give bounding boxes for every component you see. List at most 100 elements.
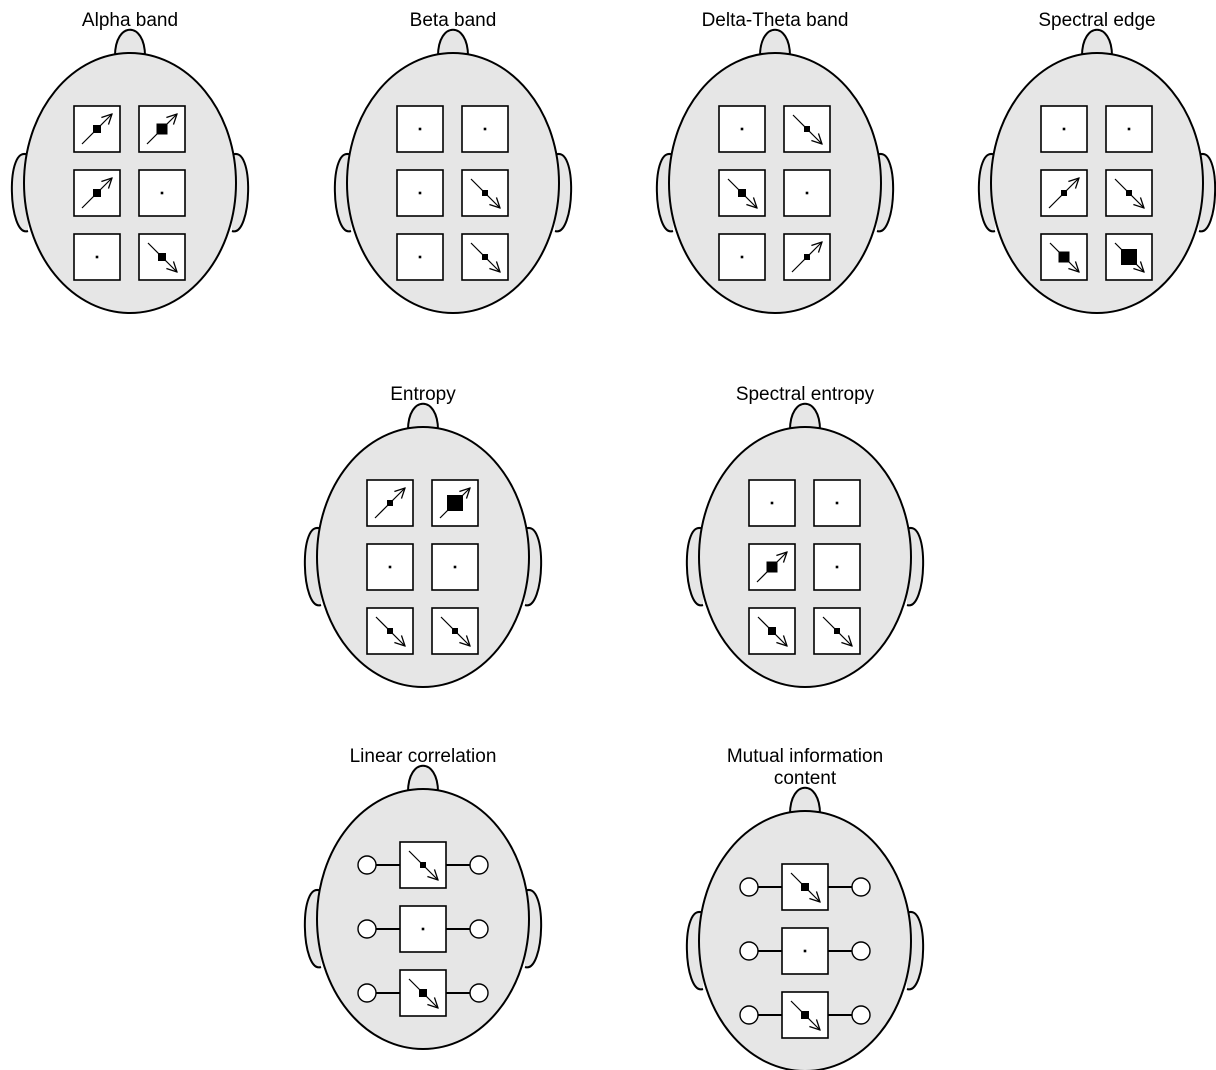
magnitude-square bbox=[834, 628, 840, 634]
no-change-dot bbox=[389, 566, 392, 569]
no-change-dot bbox=[419, 256, 422, 259]
magnitude-square bbox=[1126, 190, 1132, 196]
head-title: Mutual information bbox=[727, 746, 883, 767]
head-title: Entropy bbox=[390, 384, 456, 405]
no-change-dot bbox=[806, 192, 809, 195]
channel-cell bbox=[74, 106, 120, 152]
magnitude-square bbox=[801, 1011, 809, 1019]
channel-cell bbox=[814, 480, 860, 526]
channel-cell bbox=[719, 234, 765, 280]
no-change-dot bbox=[1063, 128, 1066, 131]
head-map: Delta-Theta band bbox=[657, 10, 893, 313]
channel-cell bbox=[432, 608, 478, 654]
electrode-right bbox=[470, 856, 488, 874]
electrode-left bbox=[358, 920, 376, 938]
no-change-dot bbox=[836, 502, 839, 505]
channel-cell bbox=[1041, 106, 1087, 152]
channel-cell bbox=[814, 544, 860, 590]
no-change-dot bbox=[1128, 128, 1131, 131]
electrode-left bbox=[358, 856, 376, 874]
channel-cell bbox=[1106, 234, 1152, 280]
head-title: Alpha band bbox=[82, 10, 178, 31]
electrode-left bbox=[740, 1006, 758, 1024]
magnitude-square bbox=[801, 883, 809, 891]
electrode-left bbox=[740, 942, 758, 960]
channel-cell bbox=[719, 106, 765, 152]
electrode-right bbox=[470, 920, 488, 938]
channel-cell bbox=[462, 106, 508, 152]
head-title: Spectral entropy bbox=[736, 384, 875, 405]
no-change-dot bbox=[771, 502, 774, 505]
electrode-left bbox=[740, 878, 758, 896]
channel-cell bbox=[749, 608, 795, 654]
no-change-dot bbox=[422, 928, 425, 931]
head-title-line-2: content bbox=[774, 768, 837, 789]
electrode-right bbox=[470, 984, 488, 1002]
channel-cell bbox=[784, 170, 830, 216]
magnitude-square bbox=[158, 253, 166, 261]
magnitude-square bbox=[482, 190, 488, 196]
electrode-right bbox=[852, 878, 870, 896]
no-change-dot bbox=[96, 256, 99, 259]
head-title: Beta band bbox=[410, 10, 497, 31]
channel-cell bbox=[74, 234, 120, 280]
channel-cell bbox=[749, 544, 795, 590]
channel-cell bbox=[462, 170, 508, 216]
channel-cell bbox=[1041, 170, 1087, 216]
channel-cell bbox=[1106, 170, 1152, 216]
magnitude-square bbox=[804, 254, 810, 260]
head-outline bbox=[347, 53, 559, 313]
channel-cell bbox=[74, 170, 120, 216]
electrode-left bbox=[358, 984, 376, 1002]
channel-cell bbox=[719, 170, 765, 216]
magnitude-square bbox=[447, 495, 463, 511]
channel-cell bbox=[784, 234, 830, 280]
channel-cell bbox=[782, 864, 828, 910]
channel-cell bbox=[462, 234, 508, 280]
head-map: Spectral entropy bbox=[687, 384, 923, 687]
channel-cell bbox=[397, 106, 443, 152]
head-title: Delta-Theta band bbox=[702, 10, 849, 31]
channel-cell bbox=[782, 928, 828, 974]
channel-cell bbox=[1041, 234, 1087, 280]
channel-cell bbox=[749, 480, 795, 526]
channel-cell bbox=[139, 234, 185, 280]
magnitude-square bbox=[387, 500, 393, 506]
head-title: Spectral edge bbox=[1038, 10, 1155, 31]
head-outline bbox=[991, 53, 1203, 313]
no-change-dot bbox=[741, 128, 744, 131]
magnitude-square bbox=[767, 562, 778, 573]
channel-cell bbox=[367, 544, 413, 590]
channel-cell bbox=[432, 480, 478, 526]
magnitude-square bbox=[804, 126, 810, 132]
channel-cell bbox=[139, 170, 185, 216]
no-change-dot bbox=[804, 950, 807, 953]
electrode-right bbox=[852, 942, 870, 960]
head-title: Linear correlation bbox=[350, 746, 497, 767]
head-map: Beta band bbox=[335, 10, 571, 313]
no-change-dot bbox=[741, 256, 744, 259]
channel-cell bbox=[432, 544, 478, 590]
magnitude-square bbox=[157, 124, 168, 135]
channel-cell bbox=[397, 234, 443, 280]
channel-cell bbox=[397, 170, 443, 216]
channel-cell bbox=[782, 992, 828, 1038]
magnitude-square bbox=[387, 628, 393, 634]
electrode-right bbox=[852, 1006, 870, 1024]
no-change-dot bbox=[836, 566, 839, 569]
magnitude-square bbox=[93, 189, 101, 197]
magnitude-square bbox=[452, 628, 458, 634]
channel-cell bbox=[400, 906, 446, 952]
head-outline bbox=[669, 53, 881, 313]
no-change-dot bbox=[454, 566, 457, 569]
magnitude-square bbox=[1121, 249, 1137, 265]
no-change-dot bbox=[161, 192, 164, 195]
magnitude-square bbox=[738, 189, 746, 197]
no-change-dot bbox=[419, 192, 422, 195]
head-map: Entropy bbox=[305, 384, 541, 687]
magnitude-square bbox=[1059, 252, 1070, 263]
magnitude-square bbox=[1061, 190, 1067, 196]
channel-cell bbox=[784, 106, 830, 152]
